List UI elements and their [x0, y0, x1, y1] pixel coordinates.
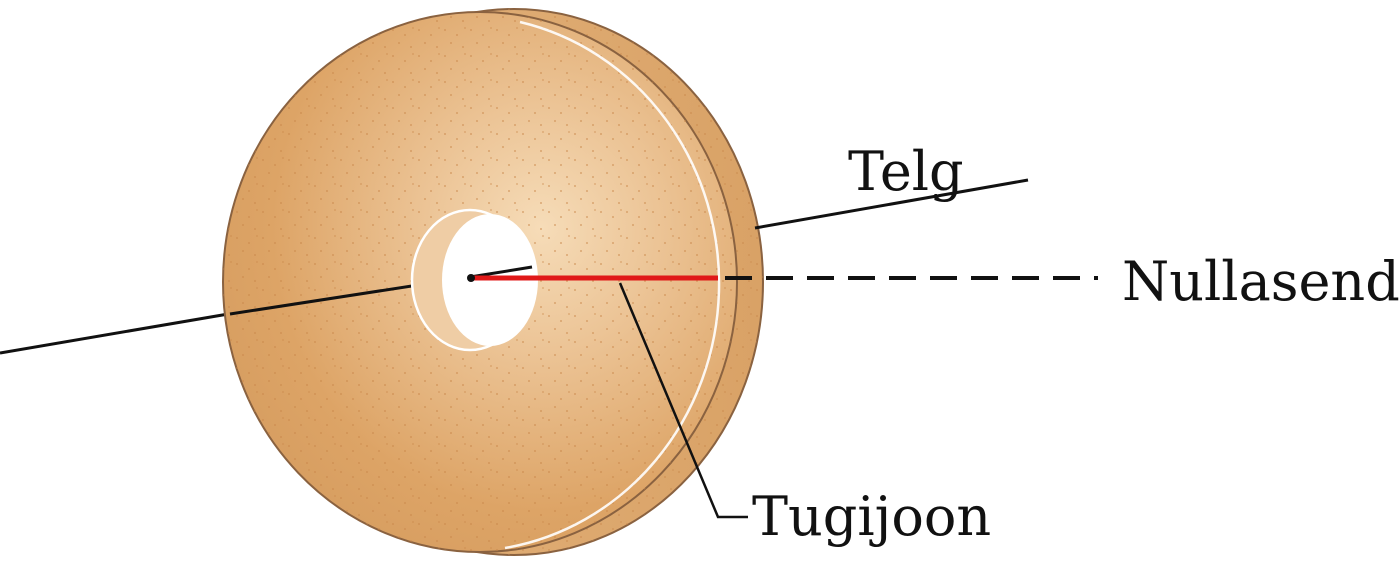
center-pivot-dot [467, 274, 475, 282]
support-label: Tugijoon [752, 485, 991, 548]
reference-label: Nullasend [1122, 250, 1400, 313]
support-leader-line [618, 282, 748, 519]
axle-line-right [754, 178, 1029, 230]
axle-line-left [0, 310, 241, 355]
axle-line-hole [469, 265, 533, 279]
axis-label: Telg [848, 140, 964, 203]
disk-edge-highlight [504, 20, 721, 550]
